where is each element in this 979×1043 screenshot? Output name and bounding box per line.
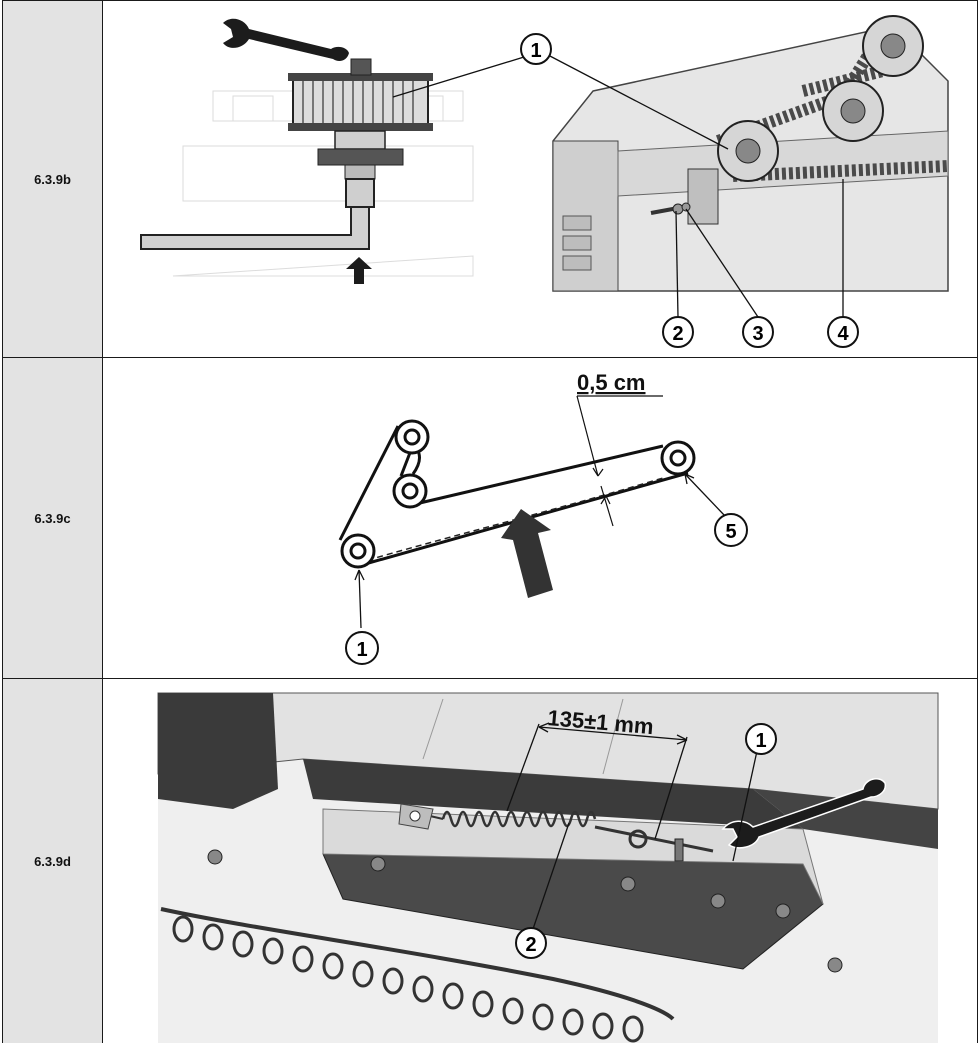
step-label: 6.3.9d xyxy=(3,679,103,1043)
arrow-up-icon xyxy=(346,257,372,284)
svg-text:1: 1 xyxy=(530,40,541,62)
rollers xyxy=(340,419,696,569)
adjusting-bolt xyxy=(594,825,714,862)
dimension-lines xyxy=(576,395,663,527)
callout-4: 4 xyxy=(827,316,859,348)
callout-1: 1 xyxy=(520,33,552,65)
tool-shaft xyxy=(140,178,375,250)
tension-bolt xyxy=(650,168,719,225)
callout-2: 2 xyxy=(515,927,547,959)
callout-1: 1 xyxy=(745,723,777,755)
leader-lines xyxy=(354,473,726,629)
svg-text:4: 4 xyxy=(837,323,849,345)
svg-text:2: 2 xyxy=(672,323,683,345)
illustration-cell: 1 2 3 4 xyxy=(103,1,978,357)
tension-spring xyxy=(398,803,597,830)
belt-path xyxy=(338,425,689,568)
table-row: 6.3.9b xyxy=(3,1,978,358)
wrench-icon xyxy=(223,18,349,62)
svg-text:3: 3 xyxy=(752,323,763,345)
fixing-bolts xyxy=(207,849,843,973)
illustration-cell: 135±1 mm 1 2 xyxy=(103,679,978,1043)
housing-cover xyxy=(157,692,939,849)
illustration-cell: 0,5 cm 1 5 xyxy=(103,358,978,678)
svg-text:5: 5 xyxy=(725,521,736,543)
svg-text:1: 1 xyxy=(755,730,766,752)
svg-text:1: 1 xyxy=(356,639,367,661)
leader-lines xyxy=(392,54,844,318)
deflection-dimension: 0,5 cm xyxy=(577,370,646,395)
table-row: 6.3.9d xyxy=(3,679,978,1043)
step-label: 6.3.9b xyxy=(3,1,103,357)
belt-tension-diagram: 0,5 cm 1 5 xyxy=(338,370,748,665)
pulley xyxy=(288,58,433,180)
arrow-up-icon xyxy=(501,509,553,598)
table-row: 6.3.9c xyxy=(3,358,978,679)
cutter-chain xyxy=(160,907,675,1043)
svg-text:2: 2 xyxy=(525,934,536,956)
dimension-lines xyxy=(506,722,688,840)
belt-pulleys xyxy=(717,15,924,182)
callout-2: 2 xyxy=(662,316,694,348)
belt-pulley-illustration: 1 2 3 4 xyxy=(140,15,949,348)
wrench-icon xyxy=(721,778,887,849)
step-label: 6.3.9c xyxy=(3,358,103,678)
callout-5: 5 xyxy=(714,513,748,547)
callout-3: 3 xyxy=(742,316,774,348)
leader-lines xyxy=(532,750,758,930)
callout-1: 1 xyxy=(345,631,379,665)
spring-tension-illustration: 135±1 mm 1 2 xyxy=(157,692,939,1043)
deflected-belt xyxy=(357,477,664,564)
